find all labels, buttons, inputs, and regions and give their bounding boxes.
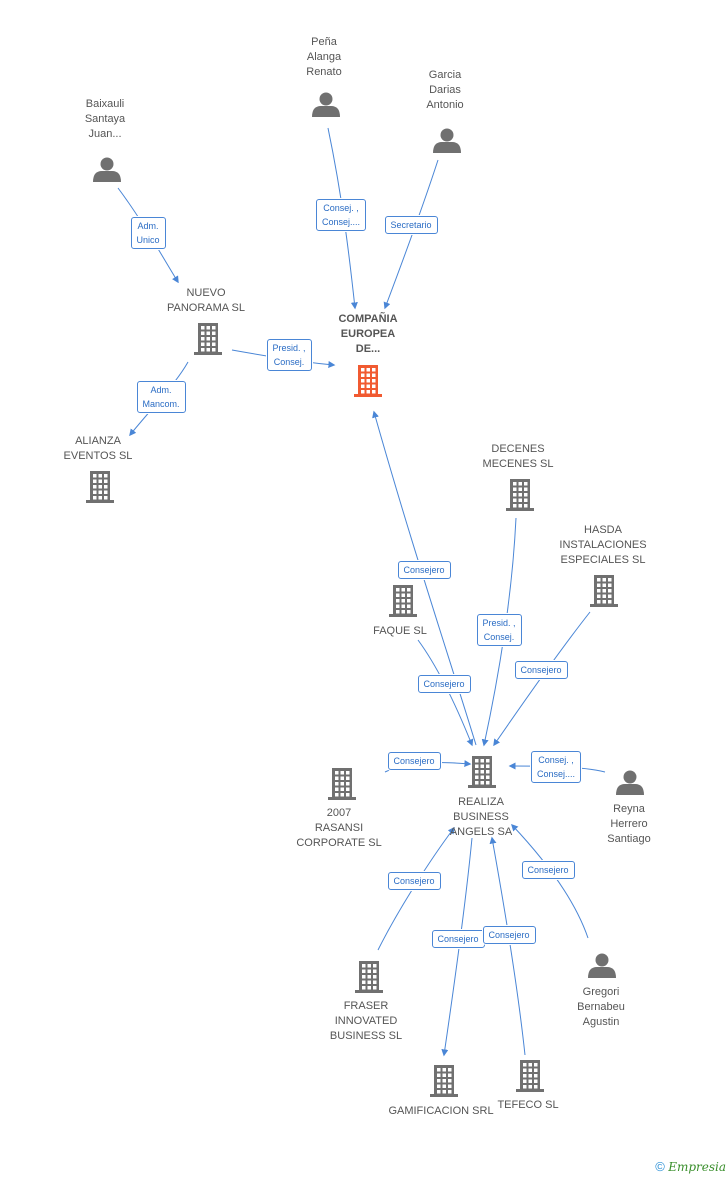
building-icon-alianza[interactable] (86, 471, 114, 503)
node-label-baixauli[interactable]: Baixauli Santaya Juan... (84, 98, 126, 140)
edge-label-realiza-gamificacion[interactable]: Consejero (431, 930, 485, 948)
edge-label-baixauli-nuevo[interactable]: Adm. Unico (130, 217, 166, 249)
node-label-pena[interactable]: Peña Alanga Renato (306, 36, 342, 78)
node-label-alianza[interactable]: ALIANZA EVENTOS SL (63, 435, 133, 462)
building-icon-rasansi[interactable] (328, 768, 356, 800)
edge-label-fraser-realiza[interactable]: Consejero (387, 872, 441, 890)
person-icon-pena[interactable] (312, 92, 340, 118)
person-icon-garcia[interactable] (433, 128, 461, 154)
person-icon-baixauli[interactable] (93, 157, 121, 183)
node-label-gamificacion[interactable]: GAMIFICACION SRL (388, 1105, 494, 1117)
edge-label-faque-realiza[interactable]: Consejero (417, 675, 471, 693)
building-icon-faque[interactable] (389, 585, 417, 617)
edge-label-pena-cia[interactable]: Consej. , Consej.... (316, 199, 367, 231)
building-icon-nuevo[interactable] (194, 323, 222, 355)
node-label-realiza[interactable]: REALIZA BUSINESS ANGELS SA (449, 796, 513, 838)
edge-realiza-cia (372, 410, 477, 746)
empresia-logo-text: Empresia (668, 1160, 726, 1174)
node-label-hasda[interactable]: HASDA INSTALACIONES ESPECIALES SL (559, 524, 647, 566)
edge-gregori-realiza (511, 823, 589, 939)
edge-label-reyna-realiza[interactable]: Consej. , Consej.... (531, 751, 582, 783)
person-icon-gregori[interactable] (588, 953, 616, 979)
edge-label-gregori-realiza[interactable]: Consejero (521, 861, 575, 879)
node-label-faque[interactable]: FAQUE SL (373, 625, 427, 637)
node-label-gregori[interactable]: Gregori Bernabeu Agustin (577, 986, 625, 1028)
node-label-fraser[interactable]: FRASER INNOVATED BUSINESS SL (329, 1000, 403, 1042)
edge-label-nuevo-cia[interactable]: Presid. , Consej. (266, 339, 312, 371)
node-label-cia[interactable]: COMPAÑIA EUROPEA DE... (338, 313, 398, 355)
node-label-decenes[interactable]: DECENES MECENES SL (482, 443, 554, 470)
node-label-reyna[interactable]: Reyna Herrero Santiago (607, 803, 651, 845)
building-icon-gamificacion[interactable] (430, 1065, 458, 1097)
node-label-nuevo[interactable]: NUEVO PANORAMA SL (166, 287, 246, 314)
footer-brand[interactable]: © Empresia (655, 1159, 726, 1174)
edge-label-rasansi-realiza[interactable]: Consejero (387, 752, 441, 770)
building-icon-realiza[interactable] (468, 756, 496, 788)
building-icon-fraser[interactable] (355, 961, 383, 993)
edge-label-realiza-cia[interactable]: Consejero (397, 561, 451, 579)
node-label-tefeco[interactable]: TEFECO SL (497, 1099, 559, 1111)
edge-garcia-cia (383, 159, 439, 310)
edge-tefeco-realiza (489, 836, 526, 1056)
edge-label-decenes-realiza[interactable]: Presid. , Consej. (476, 614, 522, 646)
building-icon-cia[interactable] (354, 365, 382, 397)
edge-label-garcia-cia[interactable]: Secretario (384, 216, 438, 234)
node-label-rasansi[interactable]: 2007 RASANSI CORPORATE SL (296, 807, 382, 849)
edge-label-tefeco-realiza[interactable]: Consejero (482, 926, 536, 944)
building-icon-decenes[interactable] (506, 479, 534, 511)
edge-label-nuevo-alianza[interactable]: Adm. Mancom. (136, 381, 186, 413)
building-icon-tefeco[interactable] (516, 1060, 544, 1092)
person-icon-reyna[interactable] (616, 770, 644, 796)
node-label-garcia[interactable]: Garcia Darias Antonio (426, 69, 464, 111)
copyright-symbol: © (655, 1159, 665, 1174)
edge-label-hasda-realiza[interactable]: Consejero (514, 661, 568, 679)
building-icon-hasda[interactable] (590, 575, 618, 607)
